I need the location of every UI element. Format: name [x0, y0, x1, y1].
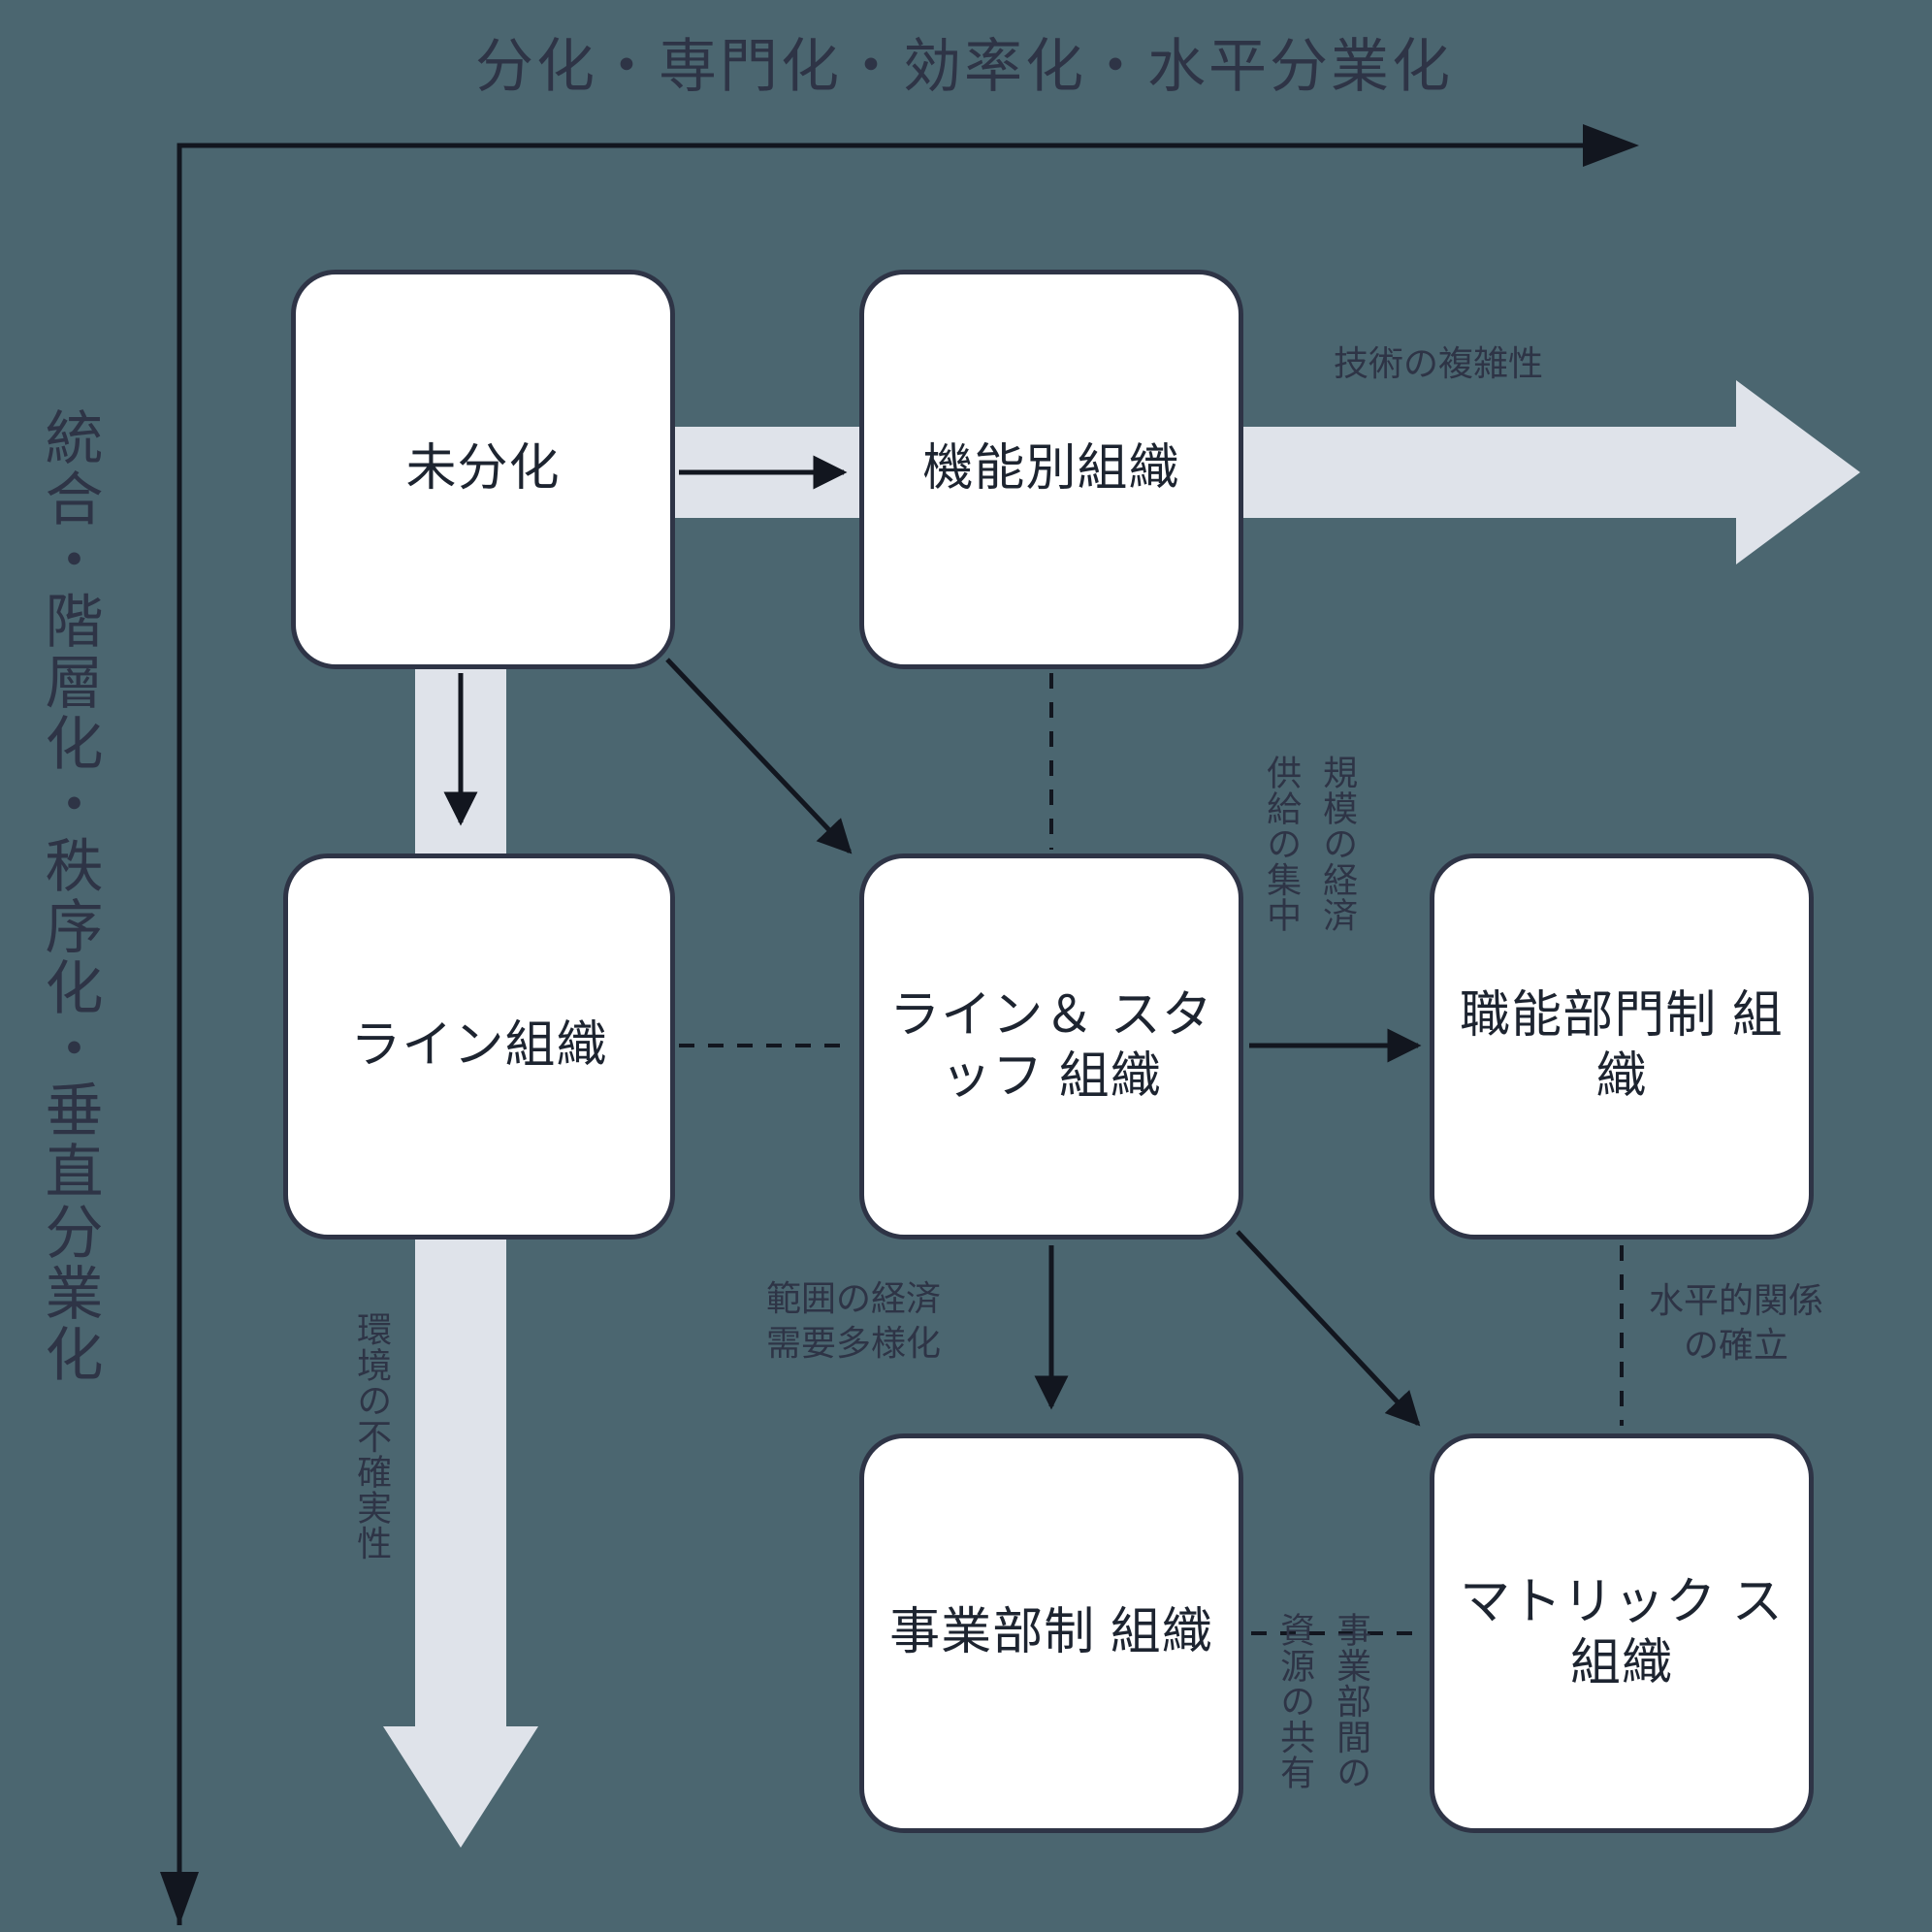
node-functional-division-label: 職能部門制 組織: [1460, 986, 1784, 1105]
left-axis-title: 統合・階層化・秩序化・垂直分業化: [37, 407, 102, 1385]
node-divisional[interactable]: 事業部制 組織: [859, 1433, 1243, 1833]
node-undifferentiated[interactable]: 未分化: [291, 270, 675, 669]
node-matrix-label: マトリック ス組織: [1460, 1573, 1784, 1691]
edge-label-env-uncertainty: 環境の不確実性: [352, 1311, 393, 1562]
band-undiff-to-functional: [640, 427, 873, 518]
edge-label-horizontal-relation: 水平的関係 の確立: [1649, 1280, 1824, 1366]
edge-label-scope-economy: 範囲の経済 需要多様化: [766, 1278, 942, 1364]
band-functional-to-right: [1222, 427, 1765, 518]
edge-label-supply-concentration: 供給の集中: [1262, 755, 1303, 933]
node-line-staff-label: ライン＆ スタッフ 組織: [889, 986, 1213, 1105]
node-functional-label: 機能別組織: [922, 440, 1180, 498]
node-undifferentiated-label: 未分化: [405, 440, 561, 498]
band-line-down: [415, 1203, 506, 1726]
edge-label-tech-complexity: 技術の複雑性: [1334, 343, 1544, 383]
node-divisional-label: 事業部制 組織: [889, 1604, 1213, 1661]
node-functional-division[interactable]: 職能部門制 組織: [1430, 853, 1814, 1240]
edge-label-scale-economy: 規模の経済: [1318, 755, 1359, 933]
node-line[interactable]: ライン組織: [283, 853, 675, 1240]
node-line-staff[interactable]: ライン＆ スタッフ 組織: [859, 853, 1243, 1240]
node-matrix[interactable]: マトリック ス組織: [1430, 1433, 1814, 1833]
edge-label-resource-sharing: 資源の共有: [1275, 1612, 1316, 1790]
edge-label-between-divisions: 事業部間の: [1332, 1612, 1372, 1790]
node-line-label: ライン組織: [350, 1017, 608, 1075]
node-functional[interactable]: 機能別組織: [859, 270, 1243, 669]
top-axis-title: 分化・専門化・効率化・水平分業化: [475, 34, 1453, 99]
